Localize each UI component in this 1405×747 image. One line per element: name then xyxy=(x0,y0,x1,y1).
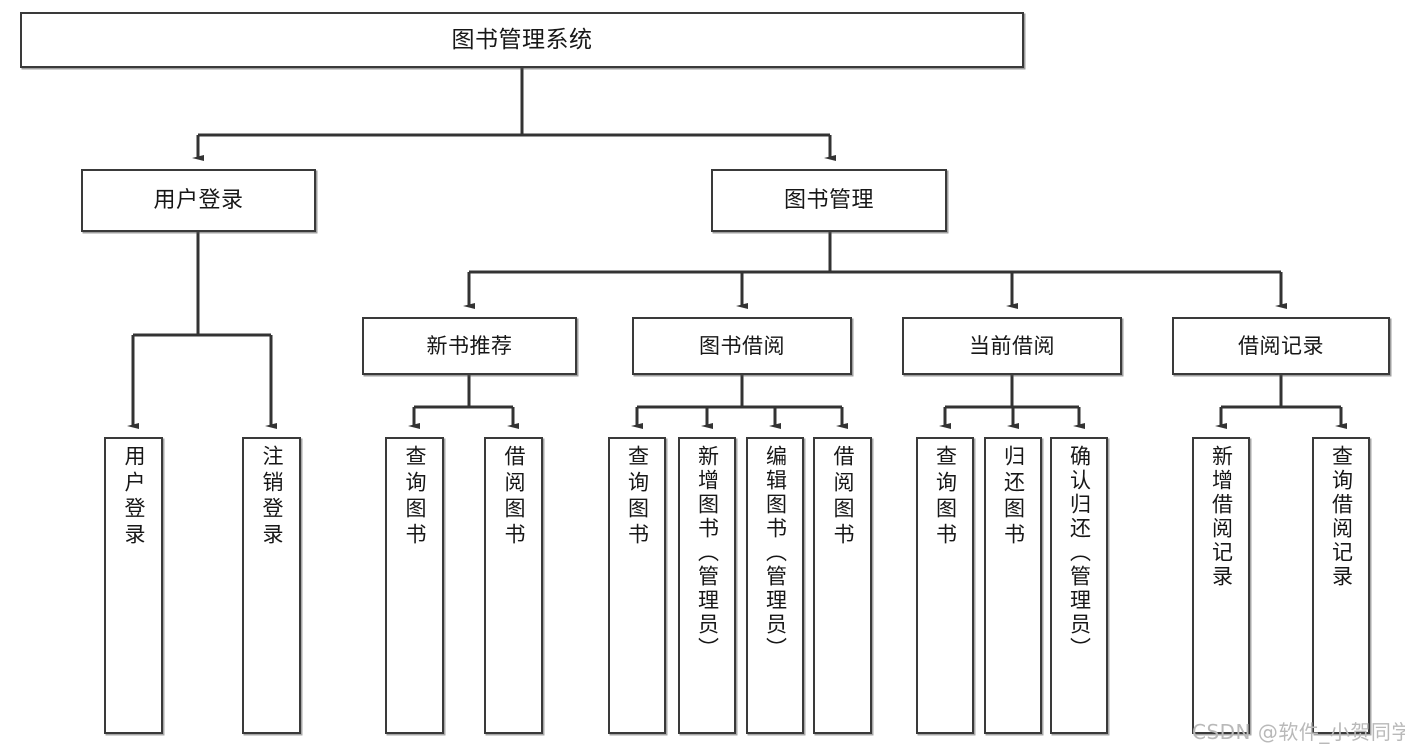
node-label: 图书管理系统 xyxy=(451,26,593,53)
node-label: 查询图书 xyxy=(933,445,958,549)
node-user-login[interactable]: 用户登录 xyxy=(81,169,316,232)
leaf-record-add[interactable]: 新增借阅记录 xyxy=(1192,437,1250,734)
leaf-rec-query-book[interactable]: 查询图书 xyxy=(385,437,444,734)
node-label: 确认归还（管理员） xyxy=(1067,445,1092,661)
node-label: 用户登录 xyxy=(153,187,244,213)
leaf-user-login[interactable]: 用户登录 xyxy=(104,437,163,734)
node-label: 查询借阅记录 xyxy=(1329,445,1354,589)
node-label: 借阅图书 xyxy=(831,445,855,549)
csdn-watermark: CSDN @软件_小贺同学 xyxy=(1192,720,1405,744)
leaf-user-logout[interactable]: 注销登录 xyxy=(242,437,301,734)
node-borrow-record[interactable]: 借阅记录 xyxy=(1172,317,1390,375)
leaf-current-return-book[interactable]: 归还图书 xyxy=(984,437,1042,734)
node-label: 归还图书 xyxy=(1001,445,1026,549)
node-book-borrow[interactable]: 图书借阅 xyxy=(632,317,852,375)
node-new-book-rec[interactable]: 新书推荐 xyxy=(362,317,577,375)
node-current-borrow[interactable]: 当前借阅 xyxy=(902,317,1122,375)
node-label: 当前借阅 xyxy=(969,333,1055,358)
leaf-borrow-add-book[interactable]: 新增图书（管理员） xyxy=(678,437,736,734)
node-label: 查询图书 xyxy=(403,445,427,549)
node-label: 查询图书 xyxy=(625,445,650,549)
node-book-manage[interactable]: 图书管理 xyxy=(711,169,947,232)
leaf-rec-borrow-book[interactable]: 借阅图书 xyxy=(484,437,543,734)
leaf-borrow-lend-book[interactable]: 借阅图书 xyxy=(813,437,872,734)
node-label: 借阅图书 xyxy=(502,445,526,549)
node-label: 借阅记录 xyxy=(1238,333,1324,358)
leaf-borrow-query-book[interactable]: 查询图书 xyxy=(608,437,666,734)
node-label: 图书管理 xyxy=(783,187,874,213)
node-label: 新书推荐 xyxy=(426,333,513,358)
node-label: 图书借阅 xyxy=(699,333,785,358)
node-label: 用户登录 xyxy=(122,445,146,549)
leaf-current-confirm-return[interactable]: 确认归还（管理员） xyxy=(1050,437,1108,734)
node-root[interactable]: 图书管理系统 xyxy=(20,12,1024,68)
node-label: 新增图书（管理员） xyxy=(695,445,720,661)
node-label: 编辑图书（管理员） xyxy=(763,445,788,661)
leaf-borrow-edit-book[interactable]: 编辑图书（管理员） xyxy=(746,437,804,734)
node-label: 注销登录 xyxy=(260,445,284,549)
leaf-record-search[interactable]: 查询借阅记录 xyxy=(1312,437,1370,734)
node-label: 新增借阅记录 xyxy=(1209,445,1234,589)
leaf-current-query-book[interactable]: 查询图书 xyxy=(916,437,974,734)
